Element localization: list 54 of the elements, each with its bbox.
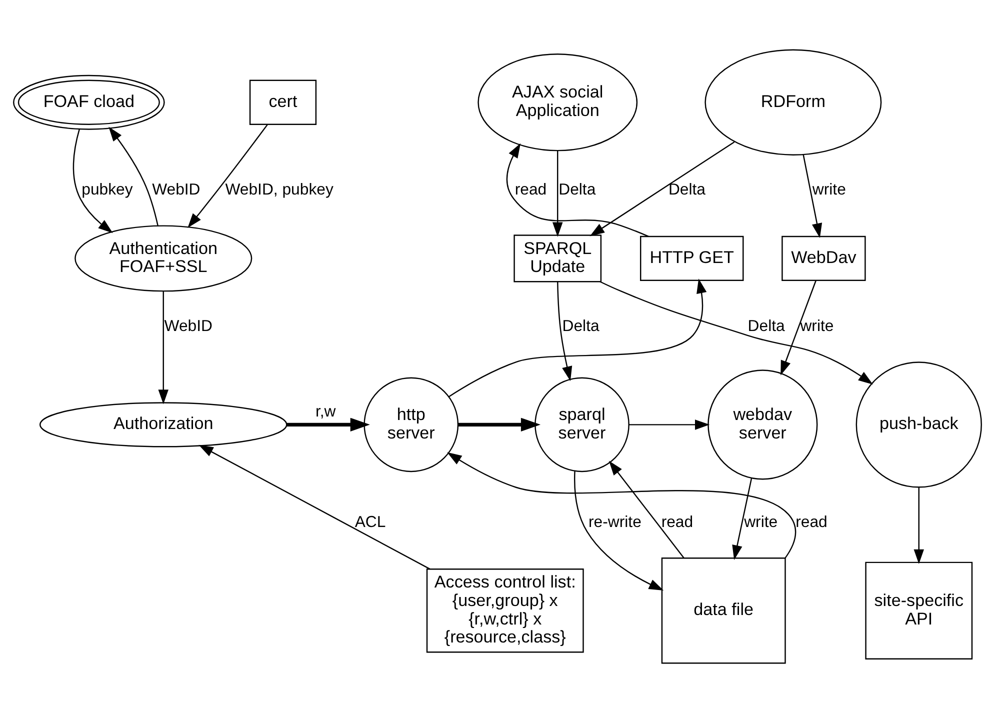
edge-label: WebID, pubkey [225, 180, 334, 198]
node-box: site-specific API [865, 561, 973, 659]
edge-label: read [796, 513, 828, 530]
node-ellipse: AJAX social Application [478, 53, 638, 151]
edge-label: r,w [315, 403, 336, 420]
edge-label: WebID [164, 317, 212, 334]
arrow [780, 280, 816, 375]
arrow [108, 126, 158, 226]
node-circle: sparql server [534, 376, 630, 472]
node-circle: http server [364, 376, 459, 472]
edge-label: write [812, 180, 846, 198]
arrow [158, 290, 168, 404]
edge-label: pubkey [82, 180, 133, 198]
node-circle: webdav server [708, 369, 818, 480]
node-box: SPARQL Update [514, 234, 602, 282]
arrow [198, 444, 430, 570]
arrow [286, 417, 370, 432]
node-ellipse: RDForm [704, 48, 882, 155]
arrow [188, 124, 268, 228]
edge-label: Delta [562, 317, 600, 334]
arrow [732, 477, 752, 560]
arrow [506, 142, 649, 237]
arrow [552, 150, 563, 236]
node-ellipse: FOAF cload [13, 74, 165, 130]
node-circle: push-back [856, 361, 982, 488]
arrow [574, 470, 664, 590]
edge-label: Delta [668, 180, 706, 198]
arrow [447, 452, 796, 558]
edge-label: write [744, 513, 778, 530]
node-box: cert [249, 79, 317, 124]
edge-label: Delta [748, 317, 785, 334]
edge-label: read [514, 180, 547, 198]
arrow [628, 419, 710, 430]
arrow [914, 487, 924, 564]
edge-label: Delta [558, 180, 596, 198]
edge-label: read [661, 513, 694, 530]
arrow [802, 154, 822, 238]
edge-label: re-write [588, 513, 642, 530]
node-ellipse: Authentication FOAF+SSL [74, 224, 252, 292]
edge-label: write [800, 317, 834, 334]
arrow [608, 460, 684, 558]
node-box: WebDav [782, 235, 866, 281]
node-box: Access control list: {user,group} x {r,w,ctrl} x {resource,class} [426, 568, 584, 652]
node-ellipse: Authorization [39, 402, 288, 447]
arrow [458, 417, 541, 432]
edge-label: ACL [354, 513, 386, 530]
arrow [600, 280, 873, 384]
arrow [557, 281, 572, 381]
arrow [448, 278, 707, 397]
node-box: data file [661, 557, 786, 664]
node-box: HTTP GET [640, 235, 744, 281]
arrow [72, 128, 113, 233]
arrow [590, 140, 735, 236]
edge-label: WebID [152, 180, 200, 198]
